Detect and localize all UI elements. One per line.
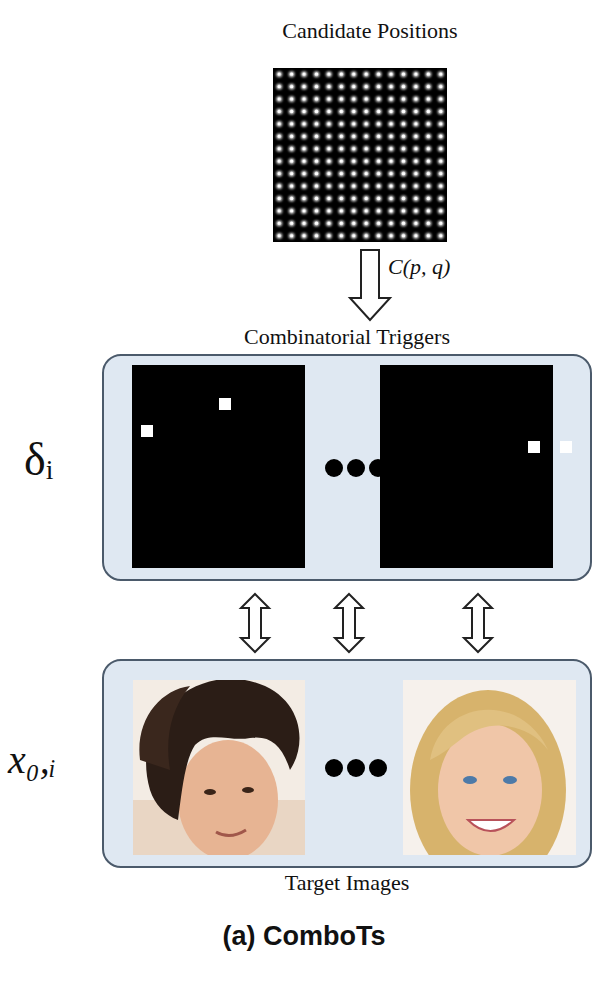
series-symbol: x₀,ᵢ	[8, 736, 56, 784]
node-heading: Combinatorial Triggers	[103, 324, 591, 350]
block-arrow	[241, 594, 269, 652]
figure-caption: (a) ComboTs	[223, 920, 386, 952]
face-image	[403, 680, 576, 855]
target-panel	[103, 660, 591, 867]
ellipsis-dots	[325, 759, 387, 777]
block-arrow	[350, 250, 390, 320]
trigger-image	[132, 365, 305, 568]
node-box: Candidate Positions	[235, 14, 505, 242]
block-arrow	[335, 594, 363, 652]
trigger-panel	[103, 355, 591, 580]
series-symbol: δᵢ	[24, 432, 53, 487]
node-box: Combinatorial Triggers	[103, 322, 591, 580]
node-heading: Target Images	[103, 870, 591, 896]
ellipsis-dots	[325, 459, 387, 477]
face-image	[133, 680, 305, 855]
node-heading: Candidate Positions	[235, 18, 505, 44]
block-arrow	[464, 594, 492, 652]
edge-label: C(p, q)	[386, 254, 452, 280]
trigger-image	[380, 365, 572, 568]
candidate-grid	[273, 68, 447, 242]
node-box: Target Images	[103, 660, 591, 898]
